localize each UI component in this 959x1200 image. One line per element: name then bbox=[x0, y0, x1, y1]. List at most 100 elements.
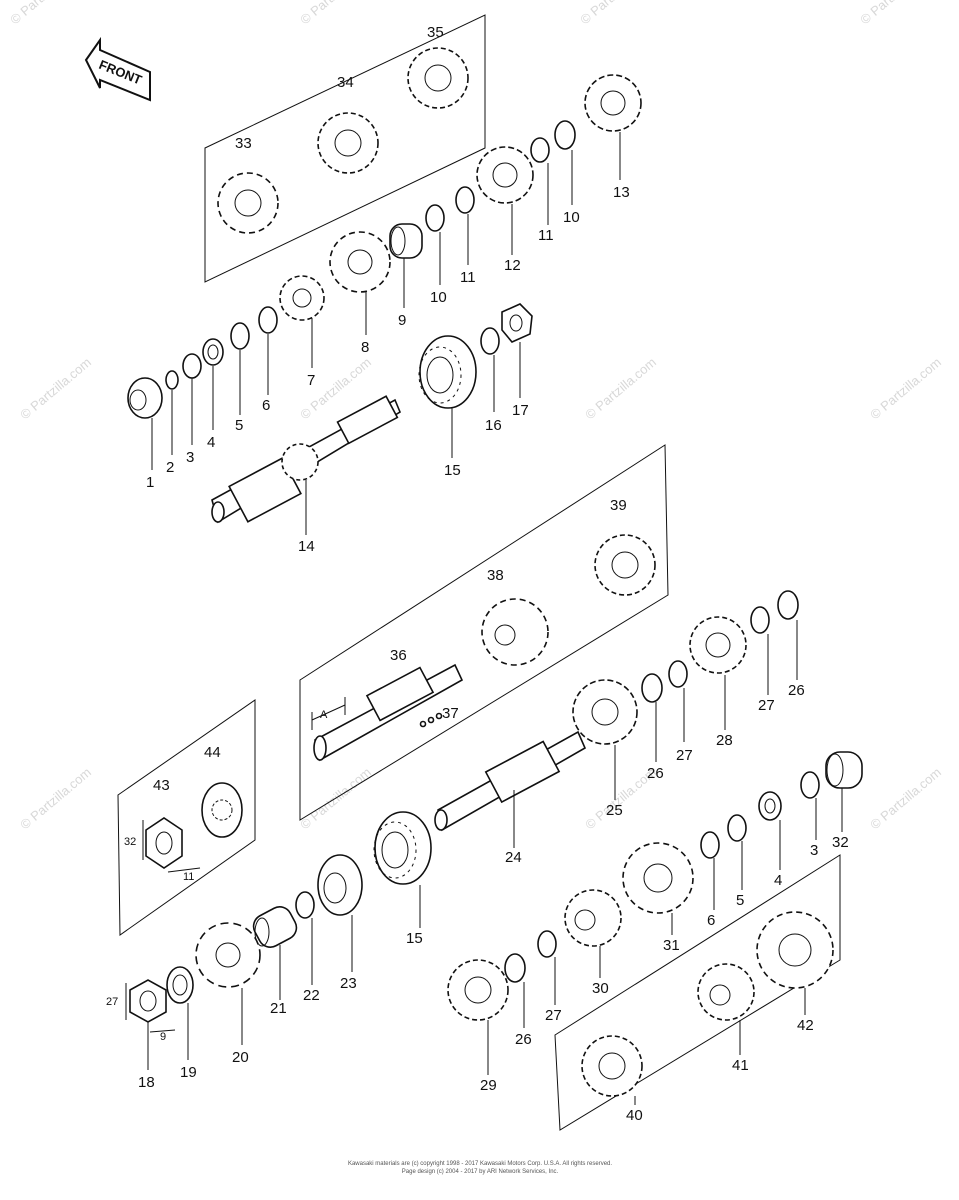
callout-25: 25 bbox=[606, 802, 623, 819]
callout-11: 11 bbox=[460, 269, 476, 286]
part-26-washer bbox=[641, 673, 663, 703]
part-9-bushing bbox=[389, 223, 423, 259]
part-5-washer bbox=[230, 322, 250, 350]
part-5-washer-lower bbox=[727, 814, 747, 842]
part-39-gear bbox=[594, 534, 656, 596]
part-37-ball bbox=[419, 712, 443, 728]
callout-10: 10 bbox=[430, 289, 447, 306]
footer-line-1: Kawasaki materials are (c) copyright 199… bbox=[347, 1161, 613, 1167]
callout-28: 28 bbox=[716, 732, 733, 749]
part-6-washer-lower bbox=[700, 831, 720, 859]
dimension-a bbox=[311, 697, 346, 730]
callout-9: 9 bbox=[398, 312, 406, 329]
callout-22: 22 bbox=[303, 987, 320, 1004]
callout-43: 43 bbox=[153, 777, 170, 794]
callout-12: 12 bbox=[504, 257, 521, 274]
part-18-nut bbox=[129, 979, 167, 1023]
callout-31: 31 bbox=[663, 937, 680, 954]
callout-26-upper: 26 bbox=[788, 682, 805, 699]
part-27-circlip bbox=[668, 660, 688, 688]
part-15-ball-bearing-lower bbox=[373, 811, 432, 885]
copyright-footer: Kawasaki materials are (c) copyright 199… bbox=[300, 1160, 660, 1176]
part-30-gear bbox=[564, 889, 622, 947]
callout-15-lower: 15 bbox=[406, 930, 423, 947]
callout-42: 42 bbox=[797, 1017, 814, 1034]
part-32-collar bbox=[825, 751, 863, 789]
callout-36: 36 bbox=[390, 647, 407, 664]
svg-text:© Partzilla.com: © Partzilla.com bbox=[867, 764, 944, 832]
callout-20: 20 bbox=[232, 1049, 249, 1066]
callout-33: 33 bbox=[235, 135, 252, 152]
callout-26-lower: 26 bbox=[515, 1031, 532, 1048]
part-21-collar bbox=[252, 906, 298, 948]
callout-27: 27 bbox=[676, 747, 693, 764]
footer-line-2: Page design (c) 2004 - 2017 by ARI Netwo… bbox=[401, 1169, 559, 1175]
callout-38: 38 bbox=[487, 567, 504, 584]
callout-17: 17 bbox=[512, 402, 529, 419]
part-10-washer bbox=[425, 204, 445, 232]
callout-19: 19 bbox=[180, 1064, 197, 1081]
svg-text:9: 9 bbox=[160, 1031, 166, 1043]
callout-34: 34 bbox=[337, 74, 354, 91]
callout-8: 8 bbox=[361, 339, 369, 356]
svg-text:© Partzilla.com: © Partzilla.com bbox=[857, 0, 934, 27]
part-27-circlip-lower bbox=[537, 930, 557, 958]
gear-group-frame-40-42 bbox=[554, 854, 841, 1131]
gear-group-frame-33-35 bbox=[204, 14, 486, 283]
part-11-circlip-upper bbox=[530, 137, 550, 163]
part-11-circlip bbox=[455, 186, 475, 214]
callout-24: 24 bbox=[505, 849, 522, 866]
part-12-gear bbox=[476, 146, 534, 204]
part-23-seal bbox=[317, 854, 363, 916]
part-7-gear bbox=[279, 275, 325, 321]
part-4-needle-bearing-lower bbox=[758, 791, 782, 821]
part-25-gear bbox=[572, 679, 638, 745]
part-28-gear bbox=[689, 616, 747, 674]
svg-text:© Partzilla.com: © Partzilla.com bbox=[7, 0, 84, 27]
callout-16: 16 bbox=[485, 417, 502, 434]
callout-1: 1 bbox=[146, 474, 154, 491]
callout-27-lower: 27 bbox=[545, 1007, 562, 1024]
part-31-gear bbox=[622, 842, 694, 914]
part-43-nut bbox=[145, 817, 183, 869]
callout-27-upper: 27 bbox=[758, 697, 775, 714]
callout-3: 3 bbox=[186, 449, 194, 466]
part-17-nut bbox=[501, 303, 533, 343]
callout-35: 35 bbox=[427, 24, 444, 41]
callout-15: 15 bbox=[444, 462, 461, 479]
svg-text:11: 11 bbox=[183, 871, 194, 883]
callout-10-upper: 10 bbox=[563, 209, 580, 226]
dimension-label-a: A bbox=[320, 709, 328, 721]
callout-11-upper: 11 bbox=[538, 227, 554, 244]
part-35-gear bbox=[407, 47, 469, 109]
svg-text:© Partzilla.com: © Partzilla.com bbox=[867, 354, 944, 422]
part-4-needle-bearing bbox=[202, 338, 224, 366]
callout-7: 7 bbox=[307, 372, 315, 389]
callout-4: 4 bbox=[207, 434, 215, 451]
callout-39: 39 bbox=[610, 497, 627, 514]
callout-2: 2 bbox=[166, 459, 174, 476]
callout-18: 18 bbox=[138, 1074, 155, 1091]
svg-text:© Partzilla.com: © Partzilla.com bbox=[17, 354, 94, 422]
part-3-washer-lower bbox=[800, 771, 820, 799]
callout-labels: 1 2 3 4 5 6 7 8 9 10 10 11 11 12 13 14 1… bbox=[138, 24, 849, 1124]
dimension-nut-43: 32 11 bbox=[124, 820, 201, 883]
part-41-gear bbox=[697, 963, 755, 1021]
svg-text:© Partzilla.com: © Partzilla.com bbox=[577, 0, 654, 27]
part-27-circlip-upper bbox=[750, 606, 770, 634]
part-20-sprocket bbox=[195, 922, 261, 988]
part-26-washer-upper bbox=[777, 590, 799, 620]
part-34-gear bbox=[317, 112, 379, 174]
callout-26: 26 bbox=[647, 765, 664, 782]
callout-6: 6 bbox=[262, 397, 270, 414]
part-40-gear bbox=[581, 1035, 643, 1097]
part-16-washer bbox=[480, 327, 500, 355]
part-24-output-shaft bbox=[434, 730, 587, 832]
svg-text:© Partzilla.com: © Partzilla.com bbox=[297, 0, 374, 27]
part-15-ball-bearing bbox=[418, 335, 477, 409]
svg-text:27: 27 bbox=[106, 996, 118, 1008]
callout-44: 44 bbox=[204, 744, 221, 761]
leader-lines bbox=[147, 132, 843, 1105]
part-10-washer-upper bbox=[554, 120, 576, 150]
callout-13: 13 bbox=[613, 184, 630, 201]
